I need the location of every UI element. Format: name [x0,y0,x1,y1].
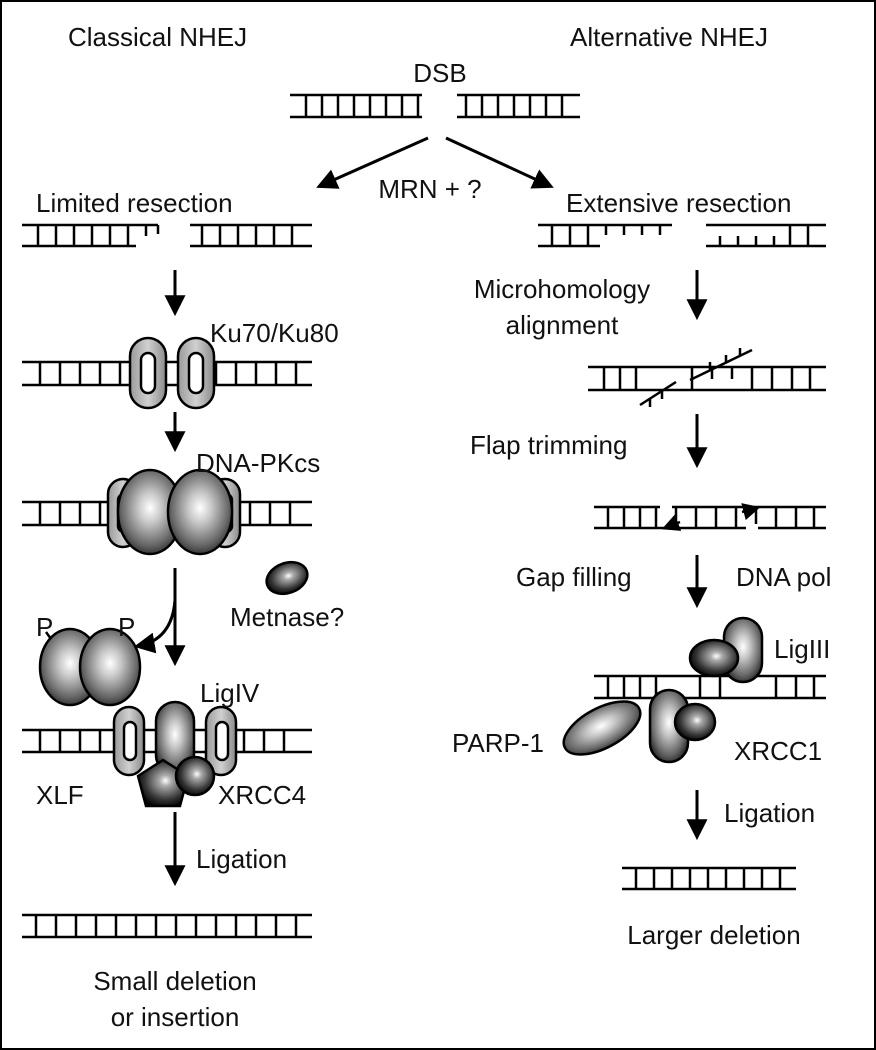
dna-ligated-left [22,913,312,939]
limited-resection-label: Limited resection [36,188,233,218]
dnapkcs-label: DNA-PKcs [196,448,321,478]
gap-filling-label: Gap filling [516,562,632,592]
mrn-label: MRN + ? [378,174,482,204]
dnapkcs-complex [106,468,242,556]
microhomology-line1: Microhomology [473,274,651,304]
dna-limited-resection [22,223,312,248]
ligiii-label: LigIII [774,634,831,664]
phospho-label-left: P [36,612,54,642]
arrow-to-classical [316,136,429,189]
dsb-label: DSB [413,58,467,88]
flap-trimming-label: Flap trimming [470,430,628,460]
dna-microhomology [588,348,826,407]
xlf-label: XLF [36,780,84,810]
dna-flap-trimmed [594,505,826,530]
metnase-shape [265,560,309,596]
alternative-outcome-label: Larger deletion [627,920,801,950]
alternative-ligation-label: Ligation [724,798,816,828]
classical-outcome-line1: Small deletion [93,966,257,996]
xrcc1-label: XRCC1 [734,736,823,766]
dna-ligated-right [622,866,796,891]
ku-rings [128,336,216,410]
ligiv-label: LigIV [200,678,260,708]
arrow-to-alternative [445,136,554,189]
arrow-release-dnapk [133,599,177,654]
dna-pol-label: DNA pol [736,562,832,592]
classical-title: Classical NHEJ [68,22,248,52]
dna-ligiii [594,674,826,700]
microhomology-line2: alignment [505,310,619,340]
ku-label: Ku70/Ku80 [210,318,339,348]
classical-ligation-label: Ligation [196,844,288,874]
ligiv-complex [112,700,238,808]
extensive-resection-label: Extensive resection [566,188,792,218]
phospho-label-right: P [118,612,136,642]
ligiii-complex [562,616,764,764]
xrcc4-label: XRCC4 [218,780,307,810]
metnase-label: Metnase? [230,602,345,632]
phospho-dnapkcs [38,627,142,707]
dna-extensive-resection [538,223,826,248]
parp1-label: PARP-1 [452,728,544,758]
dna-dsb [290,93,580,119]
classical-outcome-line2: or insertion [110,1002,240,1032]
alternative-title: Alternative NHEJ [570,22,768,52]
